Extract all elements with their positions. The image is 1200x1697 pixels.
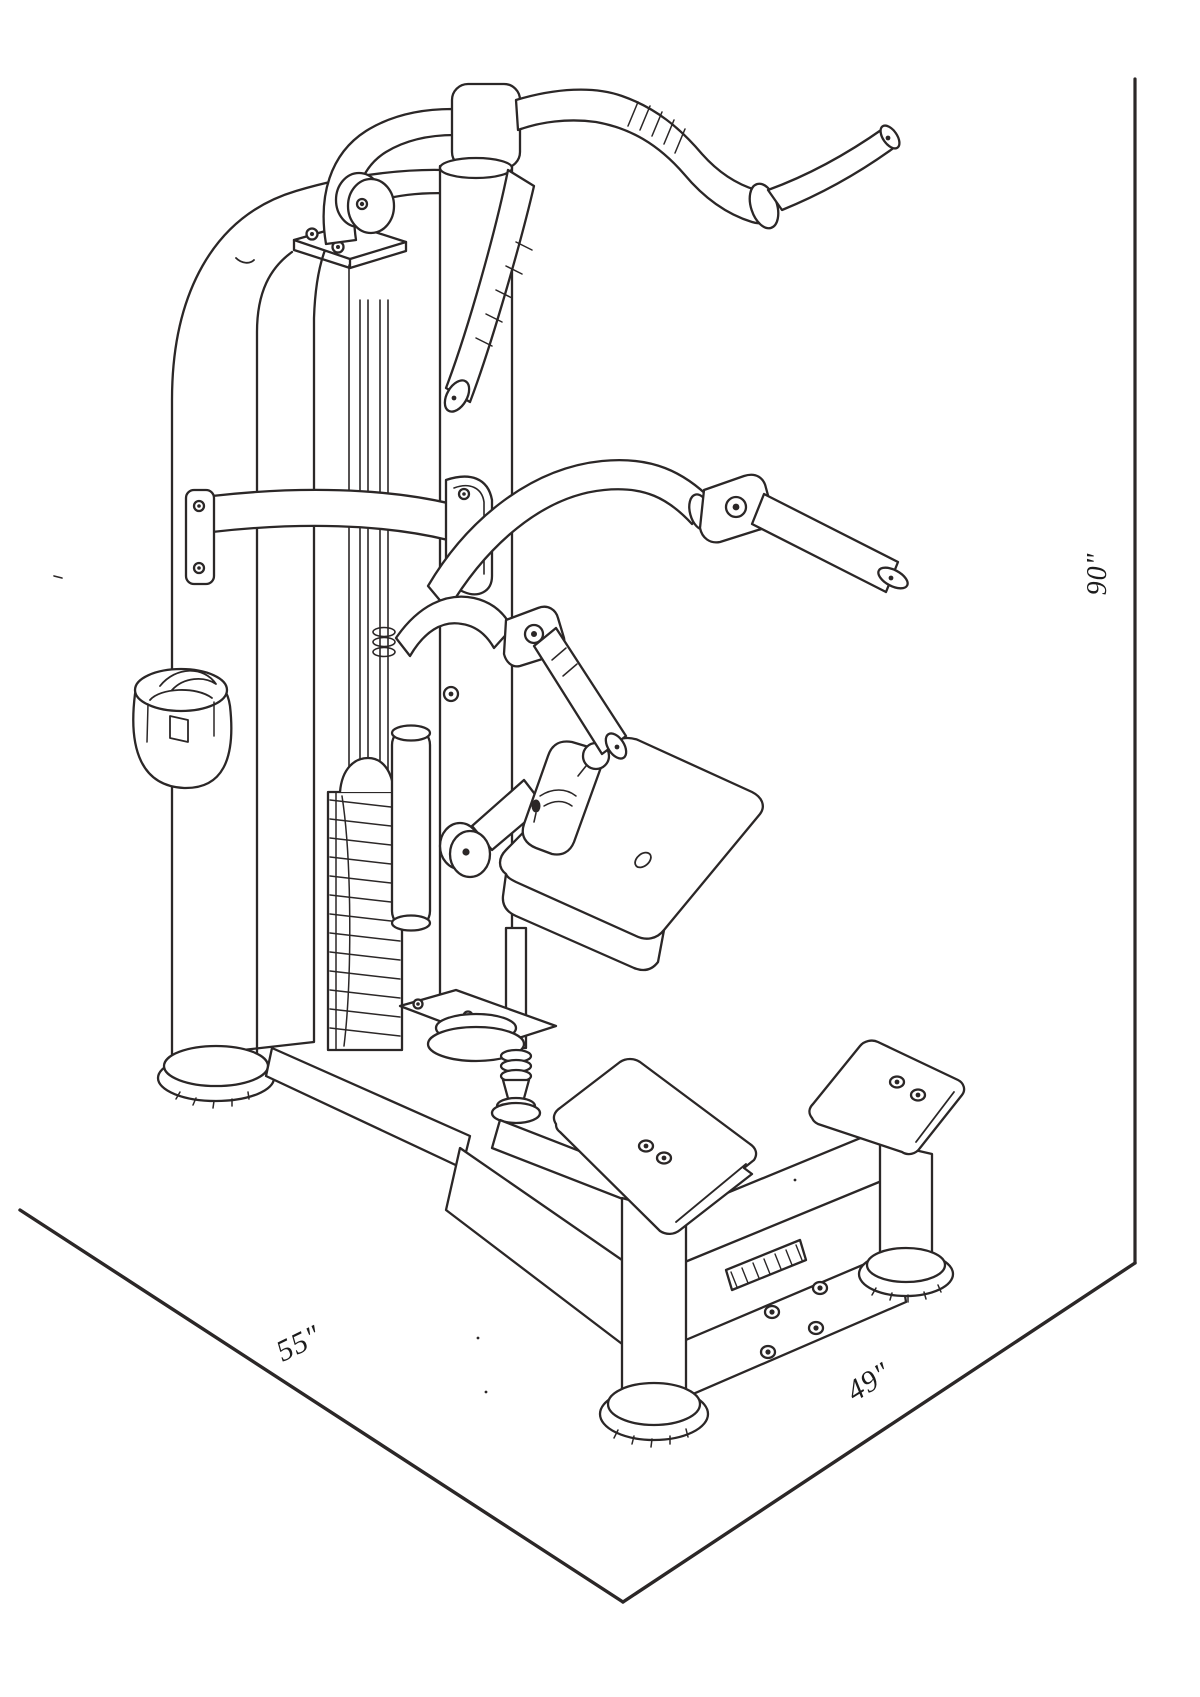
rod-collar-ring bbox=[372, 636, 396, 648]
grip-knurling bbox=[627, 101, 686, 154]
tower-foot bbox=[156, 1044, 276, 1109]
cup-holder bbox=[132, 667, 233, 790]
assist-handle bbox=[184, 475, 494, 596]
base-rail-left bbox=[264, 1046, 472, 1170]
dip-bar-far bbox=[426, 459, 909, 612]
pedestal-far bbox=[857, 1140, 955, 1303]
cup-holder-slot bbox=[169, 715, 189, 743]
floor-edge-left bbox=[18, 1208, 625, 1604]
stack-top-cap bbox=[338, 756, 396, 794]
floor-edge-right bbox=[621, 1261, 1137, 1604]
rod-collar-ring bbox=[372, 646, 396, 658]
base-frame bbox=[264, 1046, 908, 1412]
knee-pad bbox=[498, 736, 764, 972]
column-seam bbox=[438, 156, 514, 180]
beam-bolts bbox=[759, 1280, 829, 1360]
height-label: 90" bbox=[1082, 553, 1113, 596]
top-pulley bbox=[334, 171, 396, 235]
step-platform-near bbox=[552, 1057, 758, 1236]
print-specks bbox=[53, 575, 797, 1394]
carriage-pulley bbox=[438, 778, 546, 879]
chin-up-bar bbox=[514, 88, 901, 230]
tower-front-edge bbox=[255, 250, 294, 1072]
rod-collar-ring bbox=[372, 626, 396, 638]
pedestal-near bbox=[598, 1196, 710, 1448]
near-grip-cap bbox=[443, 379, 471, 413]
column-top-cap bbox=[450, 82, 522, 170]
dip-bar-near bbox=[394, 595, 628, 760]
pad-side-face bbox=[501, 872, 666, 972]
dip-grip-near bbox=[532, 626, 628, 756]
floor-outline bbox=[18, 77, 1137, 1604]
column-base bbox=[398, 988, 558, 1125]
beam-tread-strip bbox=[724, 1238, 808, 1292]
tower-face-mark bbox=[235, 257, 255, 264]
pad-top-face bbox=[498, 736, 764, 940]
chin-bar-far-arm bbox=[766, 126, 897, 212]
footprint-right-label: 49" bbox=[841, 1356, 897, 1408]
footprint-left-label: 55" bbox=[271, 1319, 326, 1369]
step-platform-far bbox=[808, 1039, 966, 1156]
handle-bracket-left bbox=[184, 488, 216, 586]
grip-knurling bbox=[475, 241, 533, 347]
chin-grip-near bbox=[443, 168, 536, 413]
carriage bbox=[390, 724, 528, 1050]
weight-stack bbox=[326, 756, 404, 1052]
dip-grip-far bbox=[750, 492, 900, 594]
pad-button bbox=[634, 851, 652, 869]
